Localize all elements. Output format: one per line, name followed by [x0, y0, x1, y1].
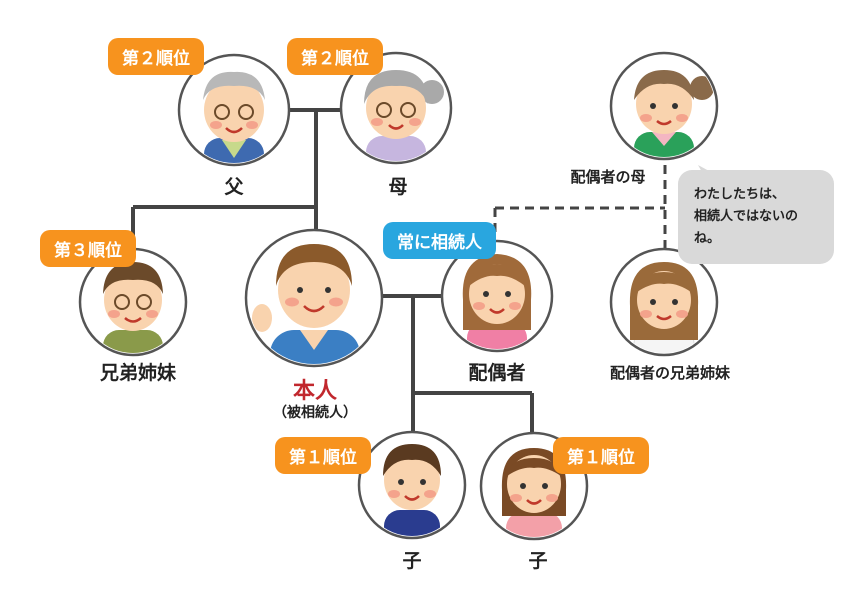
child1-rank-badge: 第１順位 — [275, 437, 371, 474]
spouse-sibling-portrait — [609, 247, 719, 357]
speech-line-1: わたしたちは、 — [694, 187, 786, 202]
speech-line-2: 相続人ではないのね。 — [694, 209, 799, 247]
spouse-mother-label: 配偶者の母 — [570, 168, 646, 186]
speech-bubble: わたしたちは、 相続人ではないのね。 — [678, 170, 834, 265]
spouse-mother-portrait — [609, 51, 719, 161]
tree-connectors — [131, 108, 534, 435]
siblings-label: 兄弟姉妹 — [99, 362, 177, 384]
child2-rank-badge: 第１順位 — [553, 437, 649, 474]
mother-label: 母 — [388, 176, 408, 198]
self-label: 本人 — [292, 379, 338, 404]
child2-label: 子 — [528, 550, 548, 572]
child1-label: 子 — [402, 550, 422, 572]
spouse-sibling-label: 配偶者の兄弟姉妹 — [609, 364, 731, 382]
self-portrait — [244, 228, 384, 368]
spouse-rank-badge: 常に相続人 — [383, 222, 496, 259]
in-law-dashed-lines — [493, 165, 667, 250]
siblings-rank-badge: 第３順位 — [40, 230, 136, 267]
self-sublabel: （被相続人） — [273, 405, 357, 421]
spouse-label: 配偶者 — [468, 362, 526, 384]
mother-rank-badge: 第２順位 — [287, 38, 383, 75]
siblings-portrait — [78, 247, 188, 357]
child1-portrait — [357, 430, 467, 540]
father-portrait — [177, 53, 291, 167]
father-label: 父 — [224, 176, 244, 198]
spouse-portrait — [440, 239, 554, 353]
mother-portrait — [339, 51, 453, 165]
father-rank-badge: 第２順位 — [108, 38, 204, 75]
